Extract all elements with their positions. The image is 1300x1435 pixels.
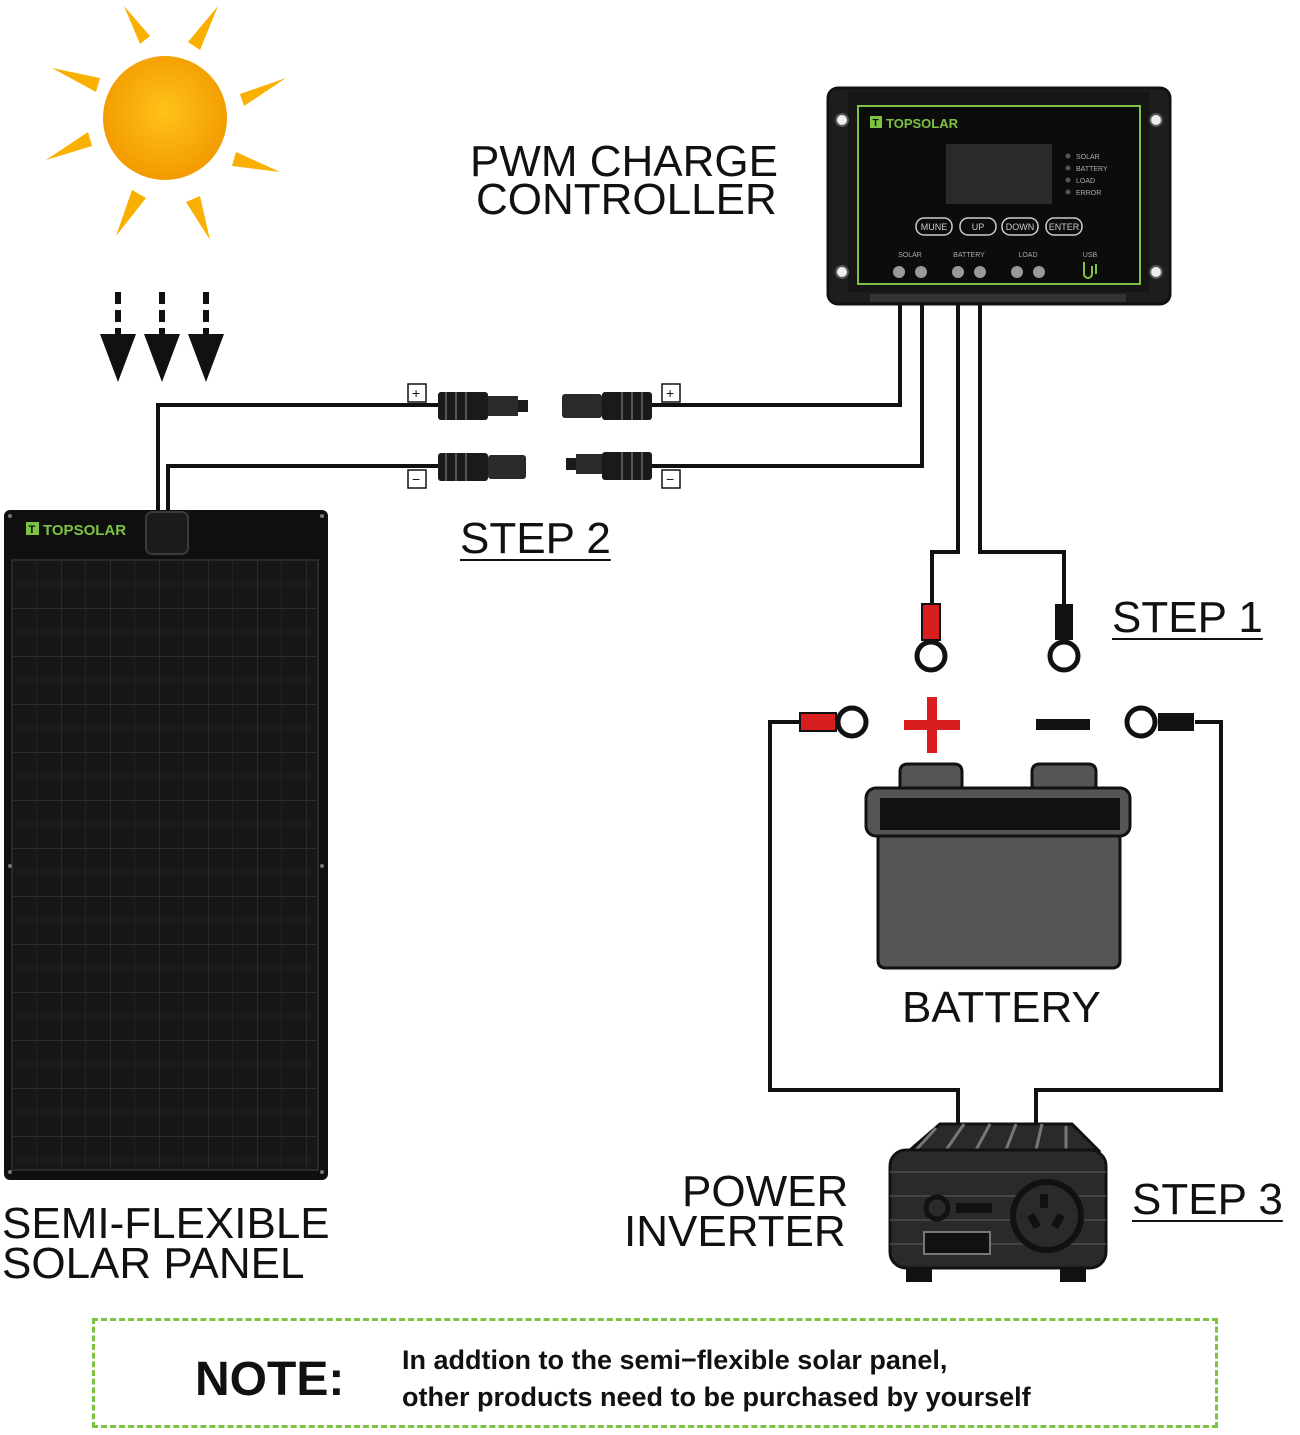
tag-minus-left: −	[412, 471, 420, 487]
indicator-error: ERROR	[1076, 190, 1101, 197]
plus-sign-icon	[904, 697, 960, 753]
panel-brand-text: TOPSOLAR	[43, 522, 126, 539]
panel-brand-logo: T TOPSOLAR	[26, 522, 126, 539]
controller-button-down: DOWN	[1006, 222, 1035, 232]
terminal-usb-label: USB	[1083, 252, 1098, 259]
solar-panel	[4, 510, 328, 1180]
indicator-solar: SOLAR	[1076, 154, 1100, 161]
battery-label: BATTERY	[902, 983, 1101, 1032]
ring-terminal-negative	[1047, 604, 1081, 673]
terminal-battery-label: BATTERY	[953, 252, 985, 259]
note-line-2: other products need to be purchased by y…	[402, 1382, 1031, 1412]
note-text: In addtion to the semi−flexible solar pa…	[402, 1342, 1031, 1416]
controller-brand-logo: T TOPSOLAR	[870, 116, 959, 131]
controller-button-enter: ENTER	[1049, 222, 1080, 232]
controller-buttons: MUNE UP DOWN ENTER	[915, 217, 1083, 236]
note-title: NOTE:	[195, 1353, 345, 1406]
note-box	[92, 1318, 1218, 1428]
panel-label-line1: SEMI-FLEXIBLE	[2, 1199, 330, 1248]
tag-plus-left: +	[412, 385, 420, 401]
inverter-ring-terminal-negative	[1124, 705, 1194, 739]
power-inverter-icon	[888, 1122, 1108, 1282]
controller-label-line1: PWM CHARGE	[470, 137, 778, 186]
step-3-label: STEP 3	[1132, 1175, 1283, 1224]
step-1-label: STEP 1	[1112, 593, 1263, 642]
charge-controller	[826, 86, 1172, 306]
indicator-load: LOAD	[1076, 178, 1095, 185]
sunlight-arrows-icon	[100, 292, 224, 382]
controller-button-up: UP	[972, 222, 985, 232]
note-line-1: In addtion to the semi−flexible solar pa…	[402, 1345, 948, 1375]
ring-terminal-positive	[914, 603, 948, 673]
controller-indicators: SOLAR BATTERY LOAD ERROR	[1065, 153, 1108, 197]
controller-terminals: SOLAR BATTERY LOAD USB	[893, 252, 1098, 279]
wires	[156, 300, 1223, 1130]
panel-label-line2: SOLAR PANEL	[2, 1239, 305, 1288]
svg-text:T: T	[873, 118, 879, 129]
mc4-connector-left-negative	[438, 453, 526, 481]
controller-label-line2: CONTROLLER	[476, 175, 777, 224]
inverter-ring-terminal-positive	[799, 705, 869, 739]
controller-brand-text: TOPSOLAR	[886, 116, 959, 131]
inverter-label-line1: POWER	[682, 1167, 849, 1216]
svg-text:T: T	[29, 524, 36, 536]
sun-icon	[46, 6, 286, 240]
mc4-connector-right-negative	[566, 452, 652, 480]
indicator-battery: BATTERY	[1076, 166, 1108, 173]
connector-polarity-tags: + − + −	[407, 383, 681, 489]
tag-minus-right: −	[666, 471, 674, 487]
step-2-label: STEP 2	[460, 514, 611, 563]
terminal-solar-label: SOLAR	[898, 252, 922, 259]
controller-button-mune: MUNE	[921, 222, 948, 232]
mc4-connector-right-positive	[562, 392, 652, 420]
minus-sign-icon	[1036, 719, 1090, 730]
inverter-label-line2: INVERTER	[624, 1207, 846, 1256]
mc4-connector-left-positive	[438, 392, 528, 420]
terminal-load-label: LOAD	[1018, 252, 1037, 259]
battery-icon	[864, 697, 1132, 970]
tag-plus-right: +	[666, 385, 674, 401]
